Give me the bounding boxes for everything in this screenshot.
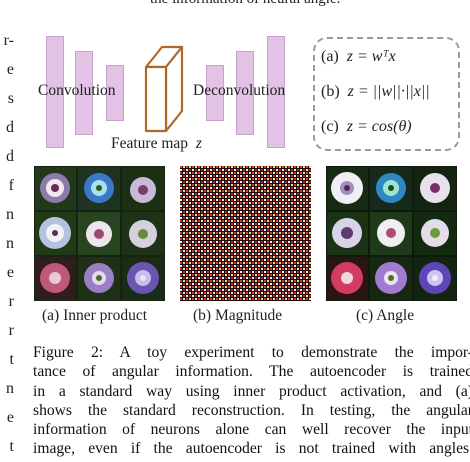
- margin-letter: f: [8, 177, 14, 194]
- flower-grid-image: [34, 166, 165, 301]
- margin-letter: r: [8, 293, 14, 310]
- magnitude-reconstruction: [180, 166, 311, 301]
- caption-line: shows the standard reconstruction. In te…: [33, 401, 470, 419]
- formula-magnitude: (b)z = ||w||·||x||: [321, 83, 430, 100]
- margin-letter: t: [9, 351, 14, 368]
- margin-letter: t: [9, 438, 14, 455]
- margin-letter: e: [6, 264, 14, 281]
- panel-label-angle: (c) Angle: [356, 307, 415, 324]
- formula-angle: (c)z = cos(θ): [321, 118, 412, 135]
- inner-product-reconstruction: [34, 166, 165, 301]
- margin-letter: r-: [3, 32, 14, 49]
- caption-line: Figure 2: A toy experiment to demonstrat…: [33, 344, 470, 361]
- activation-formulas-box: (a)z = wᵀx (b)z = ||w||·||x|| (c)z = cos…: [313, 37, 460, 151]
- decoder-layer: [206, 65, 224, 121]
- caption-line: information of neurons alone can well re…: [33, 421, 470, 439]
- encoder-layer: [46, 36, 64, 148]
- caption-line: image, even if the autoencoder is not tr…: [33, 440, 470, 458]
- margin-letter: d: [6, 148, 14, 165]
- feature-map-label: Feature map z: [111, 135, 202, 152]
- flower-grid-image: [326, 166, 457, 301]
- margin-letter: d: [6, 119, 14, 136]
- caption-line: tance of angular information. The autoen…: [33, 363, 470, 381]
- header-fragment: the information of neural angle.: [150, 0, 340, 8]
- feature-map-block: [144, 45, 184, 133]
- margin-letter: e: [6, 61, 14, 78]
- caption-line: in a standard way using inner product ac…: [33, 382, 470, 400]
- figure-caption: Figure 2: A toy experiment to demonstrat…: [33, 343, 470, 459]
- panel-label-inner-product: (a) Inner product: [42, 307, 148, 324]
- margin-letter: s: [7, 90, 14, 107]
- decoder-layer: [236, 51, 254, 135]
- margin-letter: n: [6, 206, 14, 223]
- margin-letter: n: [6, 235, 14, 252]
- margin-letter: e: [6, 409, 14, 426]
- formula-inner-product: (a)z = wᵀx: [321, 48, 396, 65]
- encoder-layer: [106, 65, 124, 121]
- convolution-label: Convolution: [38, 82, 116, 99]
- decoder-layer: [267, 36, 285, 148]
- margin-letter: r: [8, 322, 14, 339]
- noise-pattern-image: [180, 166, 311, 301]
- encoder-layer: [75, 51, 93, 135]
- deconvolution-label: Deconvolution: [193, 82, 286, 99]
- feature-map-symbol: z: [195, 135, 202, 152]
- angle-reconstruction: [326, 166, 457, 301]
- panel-label-magnitude: (b) Magnitude: [193, 307, 283, 324]
- margin-letter: n: [6, 380, 14, 397]
